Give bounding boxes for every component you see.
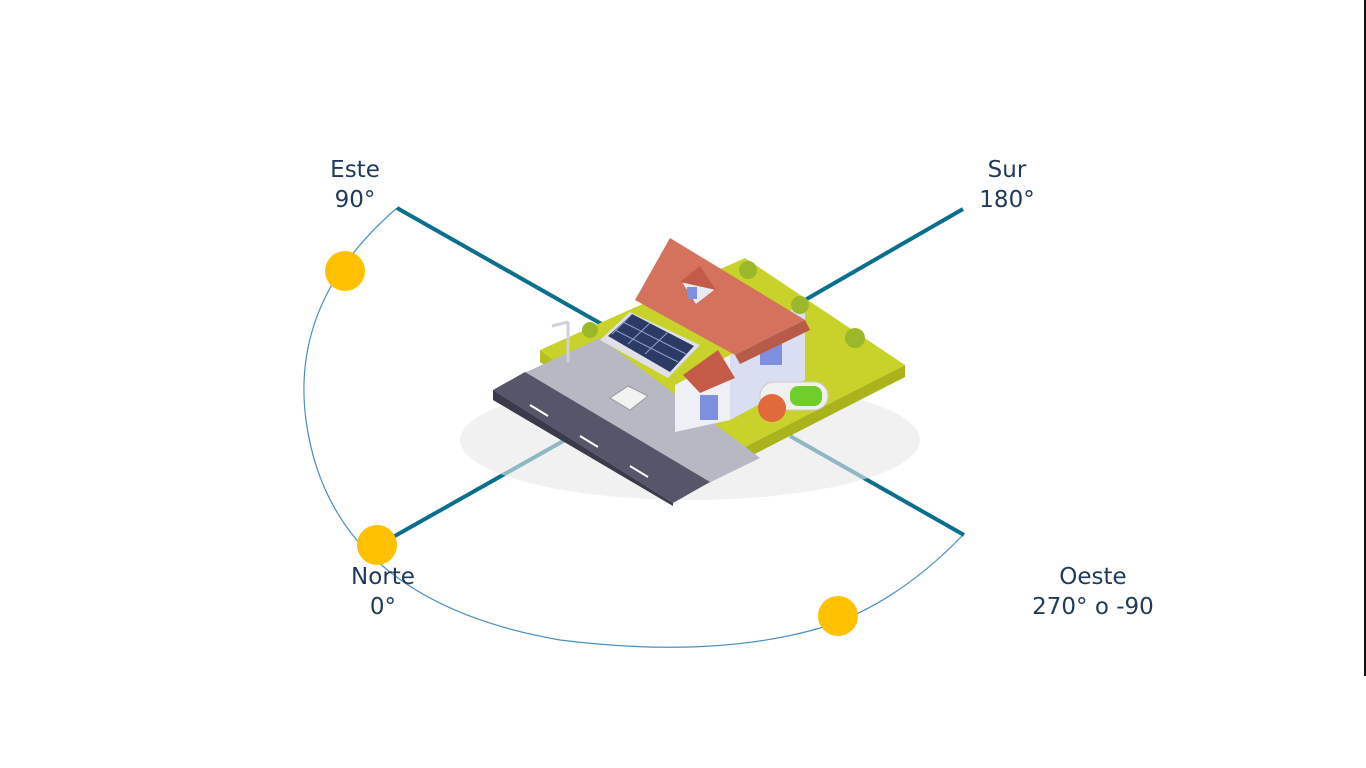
slide-edge-divider — [1364, 0, 1366, 676]
label-north-angle: 0° — [369, 594, 397, 620]
axis-south-line — [804, 207, 964, 302]
label-south-name: Sur — [987, 157, 1027, 183]
sun-icon — [325, 251, 365, 291]
label-west-name: Oeste — [1059, 564, 1127, 590]
label-north: Norte 0° — [333, 562, 433, 622]
label-west-angle: 270° o -90 — [1032, 594, 1154, 620]
sun-icon — [818, 596, 858, 636]
label-south: Sur 180° — [957, 155, 1057, 215]
label-east-name: Este — [330, 157, 380, 183]
axis-east-line — [396, 206, 606, 328]
sun-icon — [357, 525, 397, 565]
label-north-name: Norte — [351, 564, 415, 590]
label-east-angle: 90° — [334, 187, 376, 213]
label-south-angle: 180° — [979, 187, 1035, 213]
label-east: Este 90° — [305, 155, 405, 215]
label-west: Oeste 270° o -90 — [1018, 562, 1168, 622]
house-illustration-icon — [460, 238, 920, 506]
